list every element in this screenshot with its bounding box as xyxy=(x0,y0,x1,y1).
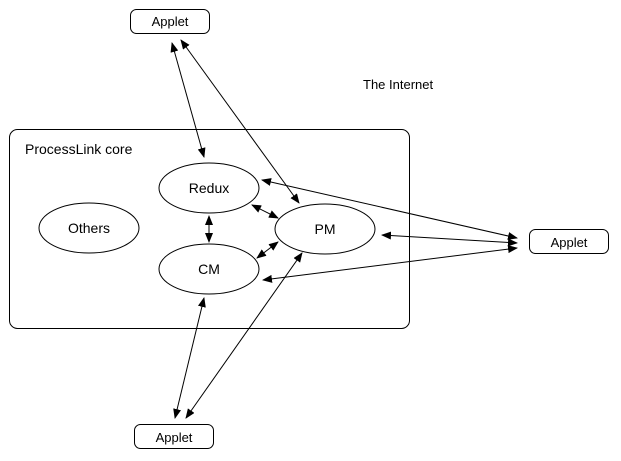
node-others: Others xyxy=(38,202,140,254)
node-pm-label: PM xyxy=(315,221,336,237)
internet-label: The Internet xyxy=(363,77,433,92)
edge-cm-pm xyxy=(256,241,279,259)
node-applet-bottom: Applet xyxy=(134,424,214,449)
node-applet-top: Applet xyxy=(130,9,210,34)
edge-applet-top-pm xyxy=(180,39,300,204)
edge-applet-right-cm xyxy=(262,245,518,283)
node-applet-top-label: Applet xyxy=(152,14,189,29)
node-applet-bottom-label: Applet xyxy=(156,430,193,445)
edge-applet-right-redux xyxy=(261,178,518,240)
edge-applet-bottom-pm xyxy=(185,252,303,419)
edge-redux-pm xyxy=(251,204,279,219)
edge-applet-right-pm xyxy=(381,231,518,247)
node-applet-right: Applet xyxy=(529,229,609,254)
node-others-label: Others xyxy=(68,220,110,236)
edge-applet-top-redux xyxy=(170,42,206,158)
node-redux: Redux xyxy=(158,162,260,214)
node-applet-right-label: Applet xyxy=(551,235,588,250)
core-label: ProcessLink core xyxy=(25,141,133,157)
node-cm-label: CM xyxy=(198,261,220,277)
node-redux-label: Redux xyxy=(189,180,229,196)
edge-applet-bottom-cm xyxy=(173,297,206,419)
node-cm: CM xyxy=(158,243,260,295)
node-pm: PM xyxy=(274,203,376,255)
